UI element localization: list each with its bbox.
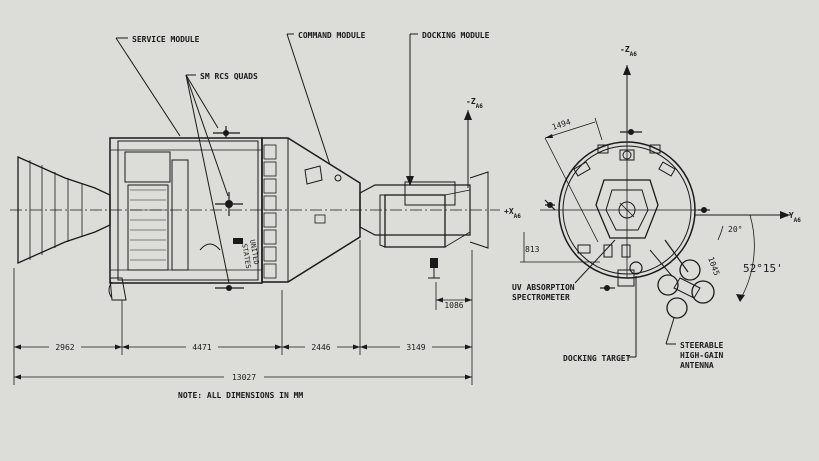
dim-command-module: 2446 (311, 343, 330, 352)
dim-end-left: 813 (525, 245, 540, 254)
aft-radiator (108, 277, 127, 301)
antenna-label-2: HIGH-GAIN (680, 351, 724, 360)
uv-spectrometer-label-2: SPECTROMETER (512, 293, 570, 302)
service-module-label: SERVICE MODULE (132, 35, 200, 44)
antenna-label-1: STEERABLE (680, 341, 724, 350)
command-module-label: COMMAND MODULE (298, 31, 366, 40)
antenna-label-3: ANTENNA (680, 361, 714, 370)
end-yaxis-label: -YA6 (784, 211, 801, 224)
service-module-body (109, 137, 263, 284)
high-gain-antenna (649, 239, 715, 319)
sm-rcs-quads-label: SM RCS QUADS (200, 72, 258, 81)
end-view (540, 129, 710, 291)
rcs-quad-bottom (215, 285, 244, 291)
dim-angle-small: 20° (728, 225, 742, 234)
dim-docking-module: 3149 (406, 343, 425, 352)
side-zaxis-label: -ZA6 (466, 97, 483, 110)
engine-nozzle (17, 155, 111, 265)
dim-docking-offset: 1086 (444, 301, 463, 310)
rcs-quad-top (213, 126, 240, 138)
dimension-lines (13, 240, 473, 385)
docking-module-label: DOCKING MODULE (422, 31, 490, 40)
rcs-quad-middle (215, 192, 243, 216)
dim-end-top: 1494 (551, 117, 572, 132)
end-zaxis-label: -ZA6 (620, 45, 637, 58)
docking-target-label: DOCKING TARGET (563, 354, 631, 363)
dim-service-engine: 2962 (55, 343, 74, 352)
docking-module-body (359, 171, 489, 279)
dim-service-module: 4471 (192, 343, 211, 352)
dim-angle-large: 52°15' (743, 262, 783, 275)
dim-total-length: 13027 (232, 373, 256, 382)
command-module-body (261, 137, 361, 283)
uv-spectrometer-label-1: UV ABSORPTION (512, 283, 575, 292)
dimensions-note: NOTE: ALL DIMENSIONS IN MM (178, 391, 303, 400)
end-xaxis-label: +XA6 (504, 207, 521, 220)
dim-end-right: 1045 (706, 256, 721, 277)
